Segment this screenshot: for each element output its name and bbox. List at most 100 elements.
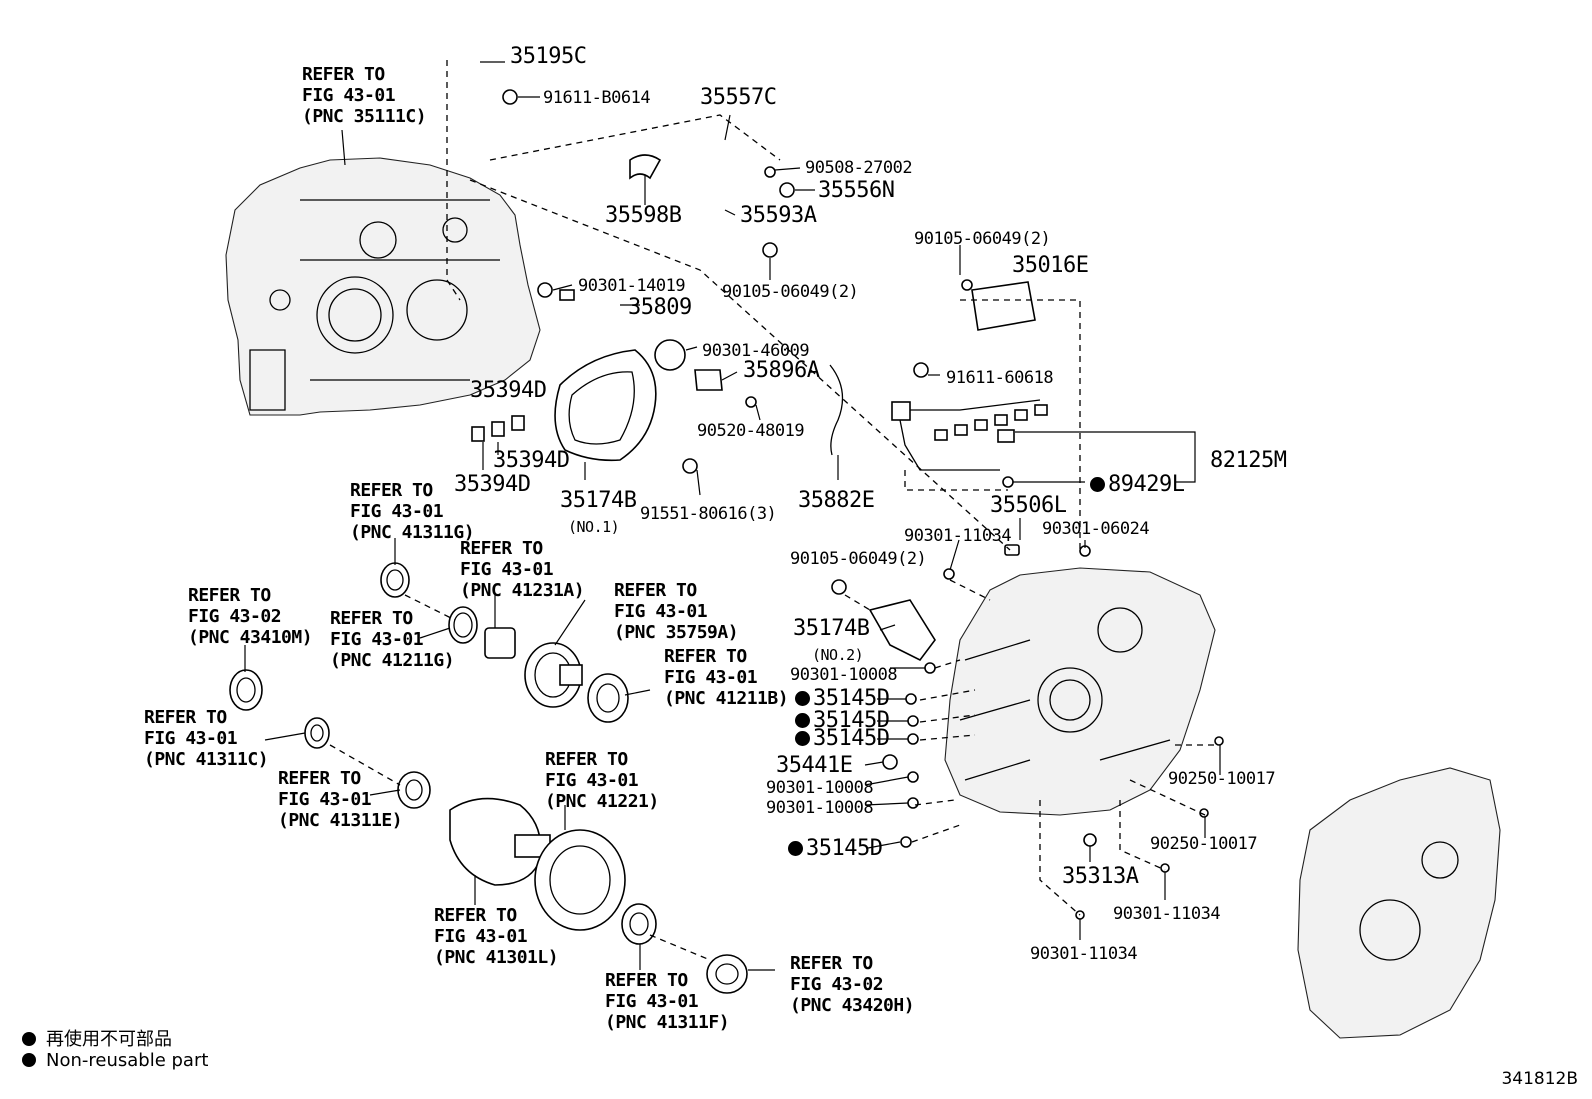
part-label-91611-B0614[interactable]: 91611-B0614: [543, 88, 651, 108]
part-label-90520-48019[interactable]: 90520-48019: [697, 421, 805, 441]
part-label-82125M[interactable]: 82125M: [1210, 448, 1287, 473]
part-label-90508-27002[interactable]: 90508-27002: [805, 158, 913, 178]
part-sublabel-no1: (NO.1): [568, 518, 620, 536]
part-label-35145D-4[interactable]: 35145D: [788, 838, 883, 860]
part-label-90301-11034-top[interactable]: 90301-11034: [904, 526, 1012, 546]
refer-pnc: (PNC 41311F): [605, 1012, 730, 1033]
refer-pnc: (PNC 41211G): [330, 650, 455, 671]
leader-lines: [244, 61, 1221, 971]
wire-harness-illustration: [891, 281, 1048, 471]
part-label-90301-06024[interactable]: 90301-06024: [1042, 519, 1150, 539]
refer-block-41221[interactable]: REFER TO FIG 43-01 (PNC 41221): [545, 749, 659, 812]
part-label-89429L[interactable]: 89429L: [1090, 472, 1185, 497]
refer-pnc: (PNC 43410M): [188, 627, 313, 648]
refer-fig: FIG 43-02: [790, 974, 884, 995]
part-label-90301-10008-3[interactable]: 90301-10008: [766, 798, 874, 818]
part-label-35598B[interactable]: 35598B: [605, 203, 682, 228]
part-label-35896A[interactable]: 35896A: [743, 358, 820, 383]
non-reusable-dot-icon: [795, 713, 810, 728]
refer-fig: FIG 43-01: [545, 770, 639, 791]
part-label-35809[interactable]: 35809: [628, 295, 692, 320]
part-label-35145D-2[interactable]: 35145D: [795, 708, 890, 733]
refer-block-41311G[interactable]: REFER TO FIG 43-01 (PNC 41311G): [350, 480, 475, 543]
refer-line: REFER TO: [614, 580, 697, 601]
part-label-90301-11034-mid[interactable]: 90301-11034: [1113, 904, 1221, 924]
part-label-90250-10017-1[interactable]: 90250-10017: [1168, 769, 1276, 789]
refer-block-41301L[interactable]: REFER TO FIG 43-01 (PNC 41301L): [434, 905, 559, 968]
refer-block-41211B[interactable]: REFER TO FIG 43-01 (PNC 41211B): [664, 646, 789, 709]
refer-block-41231A[interactable]: REFER TO FIG 43-01 (PNC 41231A): [460, 538, 585, 601]
refer-fig: FIG 43-01: [144, 728, 238, 749]
refer-pnc: (PNC 41221): [545, 791, 659, 812]
part-label-90301-10008-2[interactable]: 90301-10008: [766, 778, 874, 798]
part-label-35195C[interactable]: 35195C: [510, 44, 587, 69]
part-label-35145D-3[interactable]: 35145D: [795, 726, 890, 751]
refer-fig: FIG 43-01: [302, 85, 396, 106]
refer-block-41211G[interactable]: REFER TO FIG 43-01 (PNC 41211G): [330, 608, 455, 671]
part-label-90250-10017-2[interactable]: 90250-10017: [1150, 834, 1258, 854]
refer-block-41311F[interactable]: REFER TO FIG 43-01 (PNC 41311F): [605, 970, 730, 1033]
refer-pnc: (PNC 41311G): [350, 522, 475, 543]
legend-japanese: 再使用不可部品: [22, 1025, 172, 1051]
transaxle-housing-illustration: [225, 157, 541, 416]
refer-pnc: (PNC 41231A): [460, 580, 585, 601]
refer-block-41311C[interactable]: REFER TO FIG 43-01 (PNC 41311C): [144, 707, 269, 770]
refer-pnc: (PNC 41311C): [144, 749, 269, 770]
refer-block-43410M[interactable]: REFER TO FIG 43-02 (PNC 43410M): [188, 585, 313, 648]
non-reusable-dot-icon: [22, 1032, 36, 1046]
part-label-90301-46009[interactable]: 90301-46009: [702, 341, 810, 361]
fasteners-illustration: [502, 89, 1224, 920]
part-label-35556N[interactable]: 35556N: [818, 178, 895, 203]
refer-fig: FIG 43-01: [330, 629, 424, 650]
part-label-90301-14019[interactable]: 90301-14019: [578, 276, 686, 296]
part-label-35174B-no2[interactable]: 35174B: [793, 616, 870, 641]
refer-line: REFER TO: [302, 64, 385, 85]
gear-components-illustration: [229, 562, 748, 994]
part-label-90105-06049-top[interactable]: 90105-06049(2): [914, 229, 1051, 249]
part-label-35145D-1[interactable]: 35145D: [795, 688, 890, 710]
refer-fig: FIG 43-01: [614, 601, 708, 622]
refer-pnc: (PNC 41301L): [434, 947, 559, 968]
part-label-90301-11034-low[interactable]: 90301-11034: [1030, 944, 1138, 964]
refer-fig: FIG 43-02: [188, 606, 282, 627]
part-label-91611-60618[interactable]: 91611-60618: [946, 368, 1054, 388]
part-label-35394D-2[interactable]: 35394D: [493, 448, 570, 473]
refer-line: REFER TO: [278, 768, 361, 789]
refer-line: REFER TO: [188, 585, 271, 606]
part-label-35394D-1[interactable]: 35394D: [470, 378, 547, 403]
refer-line: REFER TO: [545, 749, 628, 770]
part-label-35441E[interactable]: 35441E: [776, 753, 853, 778]
part-label-35313A[interactable]: 35313A: [1062, 864, 1139, 889]
part-label-35506L[interactable]: 35506L: [990, 493, 1067, 518]
non-reusable-dot-icon: [22, 1053, 36, 1067]
legend-text-en: Non-reusable part: [46, 1050, 209, 1071]
figure-number: 341812B: [1501, 1069, 1578, 1089]
oil-plate-illustration: [471, 154, 844, 462]
part-label-90105-06049-mid[interactable]: 90105-06049(2): [722, 282, 859, 302]
refer-fig: FIG 43-01: [434, 926, 528, 947]
refer-block-35759A[interactable]: REFER TO FIG 43-01 (PNC 35759A): [614, 580, 739, 643]
refer-block-41311E[interactable]: REFER TO FIG 43-01 (PNC 41311E): [278, 768, 403, 831]
part-label-35145D-2-text: 35145D: [813, 708, 890, 733]
legend-english: Non-reusable part: [22, 1050, 208, 1071]
part-label-35557C[interactable]: 35557C: [700, 85, 777, 110]
part-label-90301-10008-1[interactable]: 90301-10008: [790, 665, 898, 685]
refer-pnc: (PNC 41311E): [278, 810, 403, 831]
non-reusable-dot-icon: [1090, 477, 1105, 492]
part-label-90105-06049-low[interactable]: 90105-06049(2): [790, 549, 927, 569]
part-label-35593A[interactable]: 35593A: [740, 203, 817, 228]
part-label-35174B-no1[interactable]: 35174B: [560, 488, 637, 513]
refer-pnc: (PNC 35111C): [302, 106, 427, 127]
part-label-89429L-text: 89429L: [1108, 472, 1185, 497]
refer-line: REFER TO: [434, 905, 517, 926]
part-label-35145D-3-text: 35145D: [813, 726, 890, 751]
refer-block-43420H[interactable]: REFER TO FIG 43-02 (PNC 43420H): [790, 953, 915, 1016]
refer-fig: FIG 43-01: [460, 559, 554, 580]
refer-block-35111C[interactable]: REFER TO FIG 43-01 (PNC 35111C): [302, 64, 427, 127]
non-reusable-dot-icon: [788, 841, 803, 856]
part-label-35394D-3[interactable]: 35394D: [454, 472, 531, 497]
part-label-35882E[interactable]: 35882E: [798, 488, 875, 513]
part-label-91551-80616[interactable]: 91551-80616(3): [640, 504, 777, 524]
part-label-35016E[interactable]: 35016E: [1012, 253, 1089, 278]
